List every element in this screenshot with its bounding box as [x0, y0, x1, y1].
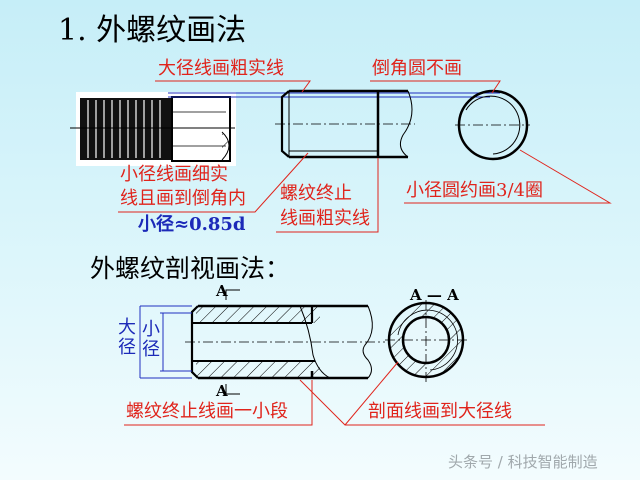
section-mark-top: A: [216, 282, 228, 300]
thread-end-label-2: 线画粗实线: [280, 208, 370, 229]
section-mark-bottom: A: [216, 382, 228, 400]
thread-end-label-1: 螺纹终止: [280, 183, 352, 204]
section-view: [185, 289, 385, 395]
major-dia-dim: 大径: [118, 317, 136, 358]
page-title: 1. 外螺纹画法: [58, 13, 247, 48]
minor-circle-label: 小径圆约画3/4圈: [406, 180, 543, 201]
minor-dia-formula: 小径≈0.85d: [138, 214, 246, 235]
watermark: 头条号 / 科技智能制造: [448, 453, 598, 471]
hatch-label: 剖面线画到大径线: [368, 401, 512, 422]
section-thread-end-label: 螺纹终止线画一小段: [126, 401, 288, 422]
chamfer-circle-label: 倒角圆不画: [372, 58, 462, 79]
dimension-lines: [139, 305, 192, 379]
major-dia-label: 大径线画粗实线: [158, 58, 284, 79]
end-view-circle: [455, 89, 530, 161]
minor-dia-label-1: 小径线画细实: [120, 164, 228, 185]
thread-photo: [70, 92, 236, 166]
leader-lines: [118, 80, 612, 233]
section-heading: 外螺纹剖视画法：: [90, 254, 291, 283]
bolt-view: [275, 89, 415, 159]
minor-dia-label-2: 线且画到倒角内: [120, 188, 246, 209]
section-circle: [385, 300, 470, 385]
section-title: A — A: [410, 286, 459, 304]
minor-dia-dim: 小径: [142, 319, 160, 360]
section-leaders: [124, 361, 545, 426]
